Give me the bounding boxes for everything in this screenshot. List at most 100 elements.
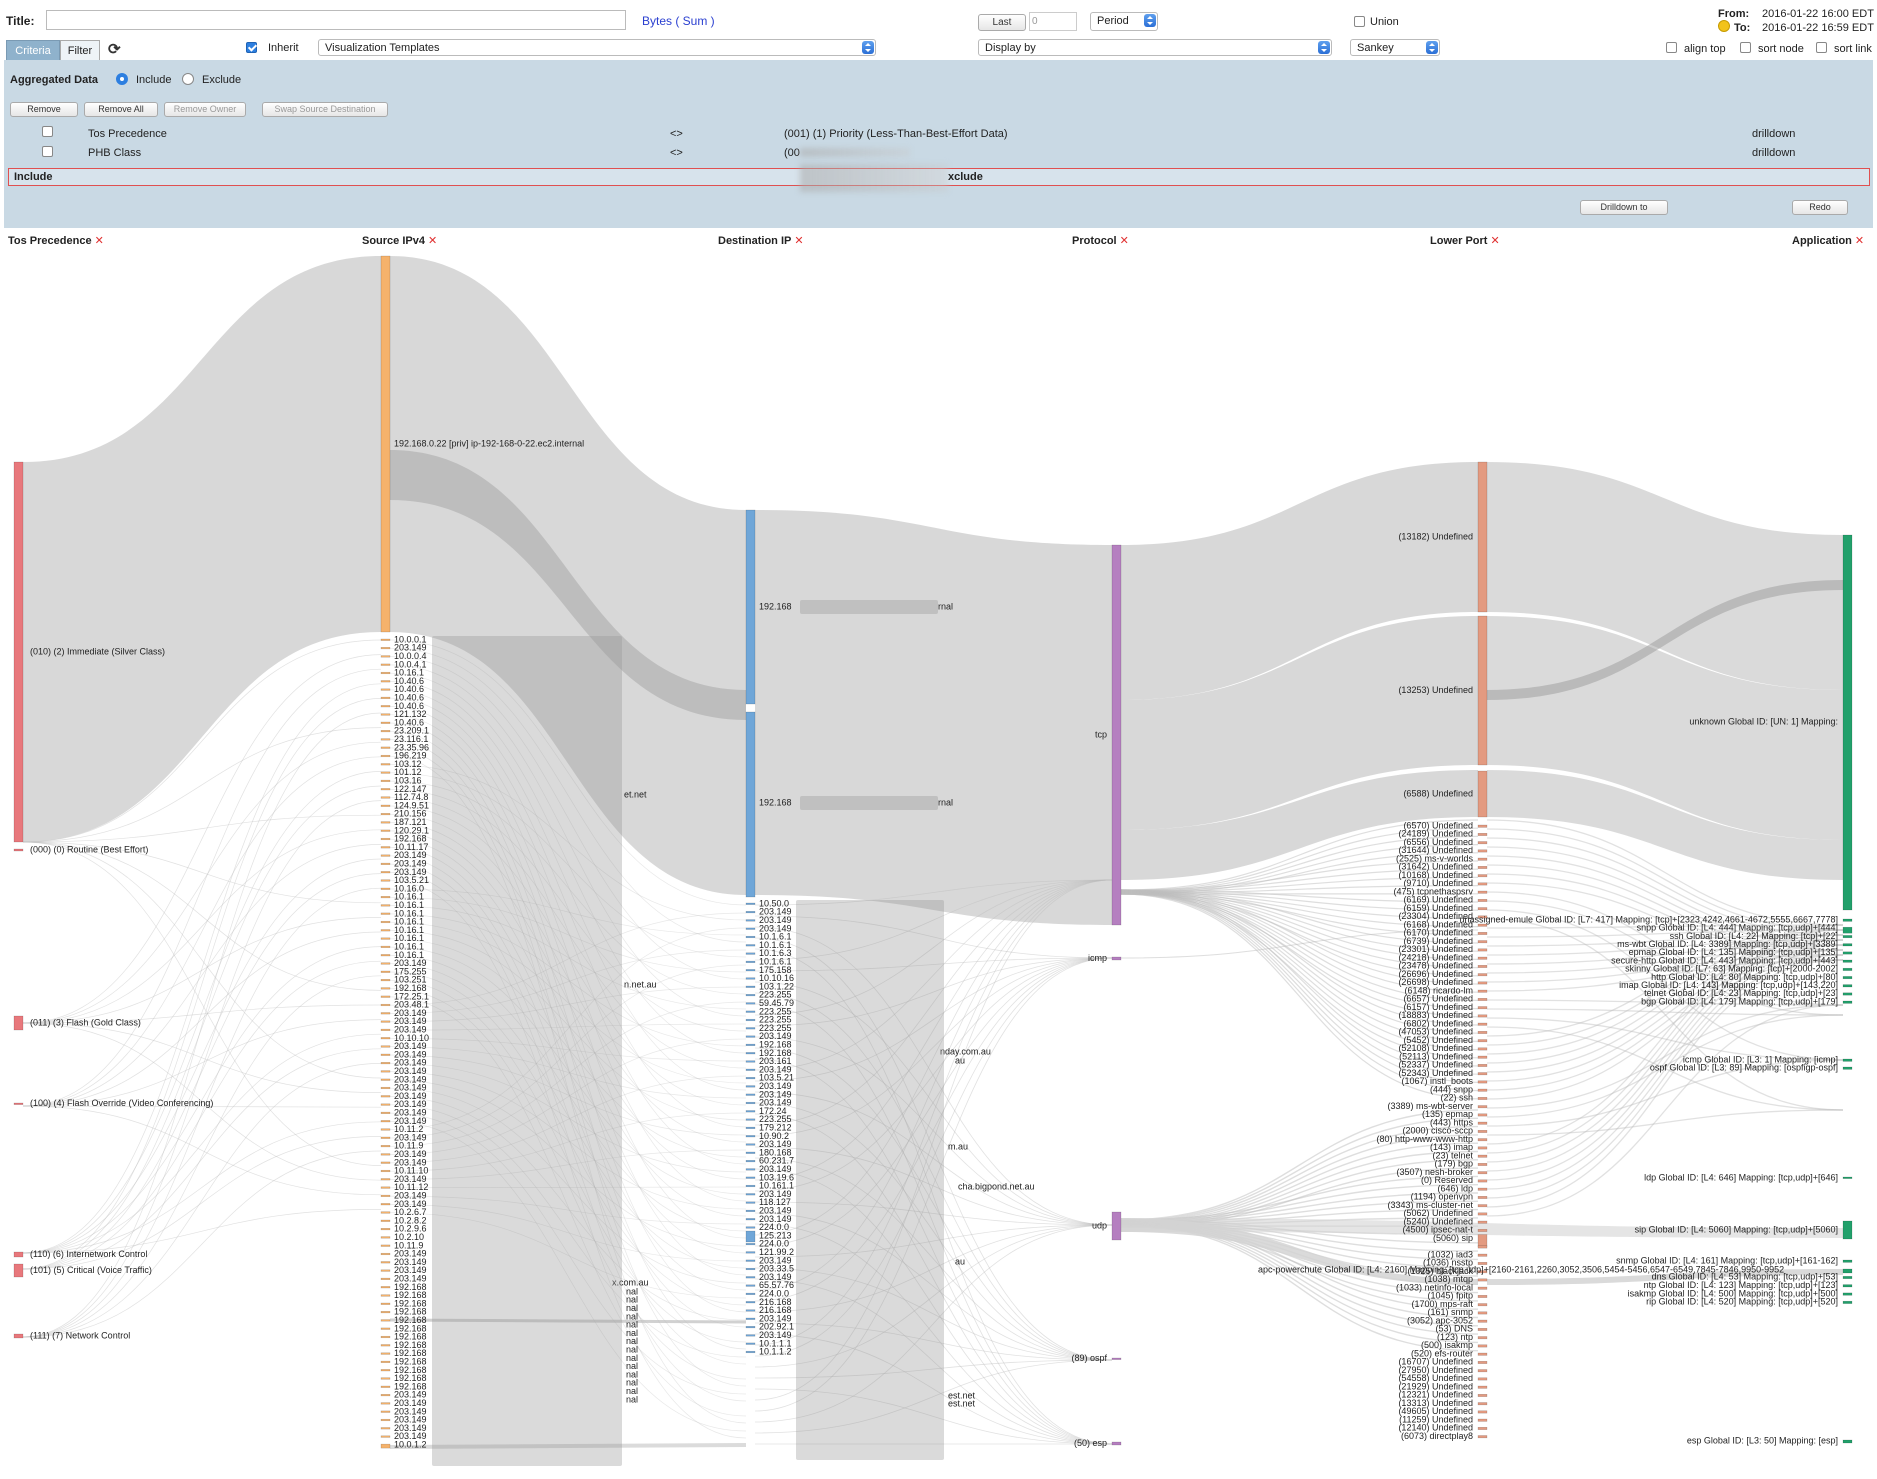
port-node[interactable] [1477, 1064, 1488, 1067]
application-node[interactable] [1842, 1300, 1853, 1304]
port-node[interactable] [1477, 1014, 1488, 1018]
application-node[interactable] [1842, 1259, 1853, 1263]
port-node[interactable] [1477, 1402, 1488, 1406]
application-node[interactable] [1842, 1276, 1853, 1279]
port-node[interactable] [1477, 1278, 1488, 1282]
port-node[interactable] [1477, 1427, 1488, 1430]
source-node[interactable] [380, 1269, 391, 1272]
port-node[interactable] [1477, 1121, 1488, 1125]
source-node[interactable] [380, 1186, 391, 1189]
exclude-radio[interactable] [182, 73, 194, 85]
source-node[interactable] [380, 871, 391, 874]
port-node[interactable] [1477, 615, 1488, 766]
source-node[interactable] [380, 638, 391, 641]
remove-owner-button[interactable]: Remove Owner [164, 102, 246, 117]
source-node[interactable] [380, 829, 391, 832]
port-node[interactable] [1477, 1031, 1488, 1034]
port-node[interactable] [1477, 1072, 1488, 1076]
close-icon[interactable]: ✕ [1490, 235, 1500, 247]
port-node[interactable] [1477, 461, 1488, 613]
port-node[interactable] [1477, 770, 1488, 818]
destination-node[interactable] [745, 1218, 756, 1221]
source-node[interactable] [380, 1236, 391, 1239]
destination-node-main[interactable] [745, 711, 756, 898]
source-node-main[interactable] [380, 255, 391, 633]
destination-node[interactable] [745, 911, 756, 914]
source-node[interactable] [380, 854, 391, 857]
port-node[interactable] [1477, 1286, 1488, 1290]
source-node[interactable] [380, 655, 391, 658]
port-node[interactable] [1477, 1270, 1488, 1274]
inherit-checkbox[interactable] [246, 42, 257, 53]
source-node[interactable] [380, 1028, 391, 1031]
tab-criteria[interactable]: Criteria [6, 40, 60, 61]
tos-node[interactable] [13, 1102, 24, 1105]
union-checkbox[interactable] [1354, 16, 1365, 27]
source-node[interactable] [380, 1402, 391, 1405]
source-node[interactable] [380, 813, 391, 816]
source-node[interactable] [380, 1037, 391, 1040]
port-node[interactable] [1477, 1138, 1488, 1142]
destination-node[interactable] [745, 1101, 756, 1105]
source-node[interactable] [380, 1369, 391, 1372]
destination-node[interactable] [745, 1060, 756, 1063]
source-node[interactable] [380, 1294, 391, 1297]
port-node[interactable] [1477, 1006, 1488, 1010]
source-node[interactable] [380, 1145, 391, 1148]
port-node[interactable] [1477, 849, 1488, 853]
sort-node-checkbox[interactable] [1740, 42, 1751, 53]
port-node[interactable] [1477, 1245, 1488, 1249]
port-node[interactable] [1477, 1196, 1488, 1199]
destination-node[interactable] [745, 969, 756, 972]
port-node[interactable] [1477, 973, 1488, 977]
source-node[interactable] [380, 1070, 391, 1073]
destination-node[interactable] [745, 919, 756, 922]
destination-node[interactable] [745, 927, 756, 930]
destination-node[interactable] [745, 935, 756, 939]
port-node[interactable] [1477, 833, 1488, 836]
port-node[interactable] [1477, 1088, 1488, 1092]
destination-node[interactable] [745, 1018, 756, 1022]
port-node[interactable] [1477, 1022, 1488, 1026]
application-node[interactable] [1842, 976, 1853, 980]
source-node[interactable] [380, 1211, 391, 1214]
application-node[interactable] [1842, 992, 1853, 996]
port-node[interactable] [1477, 956, 1488, 960]
drilldown-link[interactable]: drilldown [1752, 128, 1796, 140]
source-node[interactable] [380, 995, 391, 998]
drilldown-link[interactable]: drilldown [1752, 147, 1796, 159]
source-node[interactable] [380, 1003, 391, 1007]
destination-node[interactable] [745, 1292, 756, 1295]
remove-all-button[interactable]: Remove All [84, 102, 158, 117]
port-node[interactable] [1477, 1130, 1488, 1133]
port-node[interactable] [1477, 1212, 1488, 1216]
source-node[interactable] [380, 1261, 391, 1264]
source-node[interactable] [380, 929, 391, 932]
application-node[interactable] [1842, 1268, 1853, 1274]
application-node[interactable] [1842, 935, 1853, 939]
align-top-checkbox[interactable] [1666, 42, 1677, 53]
include-radio[interactable] [116, 73, 128, 85]
source-node[interactable] [380, 1418, 391, 1422]
destination-node[interactable] [745, 1035, 756, 1038]
source-node[interactable] [380, 937, 391, 940]
destination-node[interactable] [745, 1010, 756, 1013]
source-node[interactable] [380, 987, 391, 990]
destination-node[interactable] [745, 1317, 756, 1320]
destination-node[interactable] [745, 1118, 756, 1121]
application-node[interactable] [1842, 951, 1853, 955]
application-node[interactable] [1842, 1439, 1853, 1444]
port-node[interactable] [1477, 1418, 1488, 1422]
port-node[interactable] [1477, 1394, 1488, 1397]
port-node[interactable] [1477, 1080, 1488, 1084]
source-node[interactable] [380, 912, 391, 915]
source-node[interactable] [380, 696, 391, 699]
port-node[interactable] [1477, 1385, 1488, 1389]
source-node[interactable] [380, 1410, 391, 1413]
source-node[interactable] [380, 1161, 391, 1164]
destination-node[interactable] [745, 902, 756, 905]
destination-node[interactable] [745, 1184, 756, 1188]
destination-node[interactable] [745, 1077, 756, 1080]
last-button[interactable]: Last [978, 14, 1026, 31]
source-node[interactable] [380, 887, 391, 890]
